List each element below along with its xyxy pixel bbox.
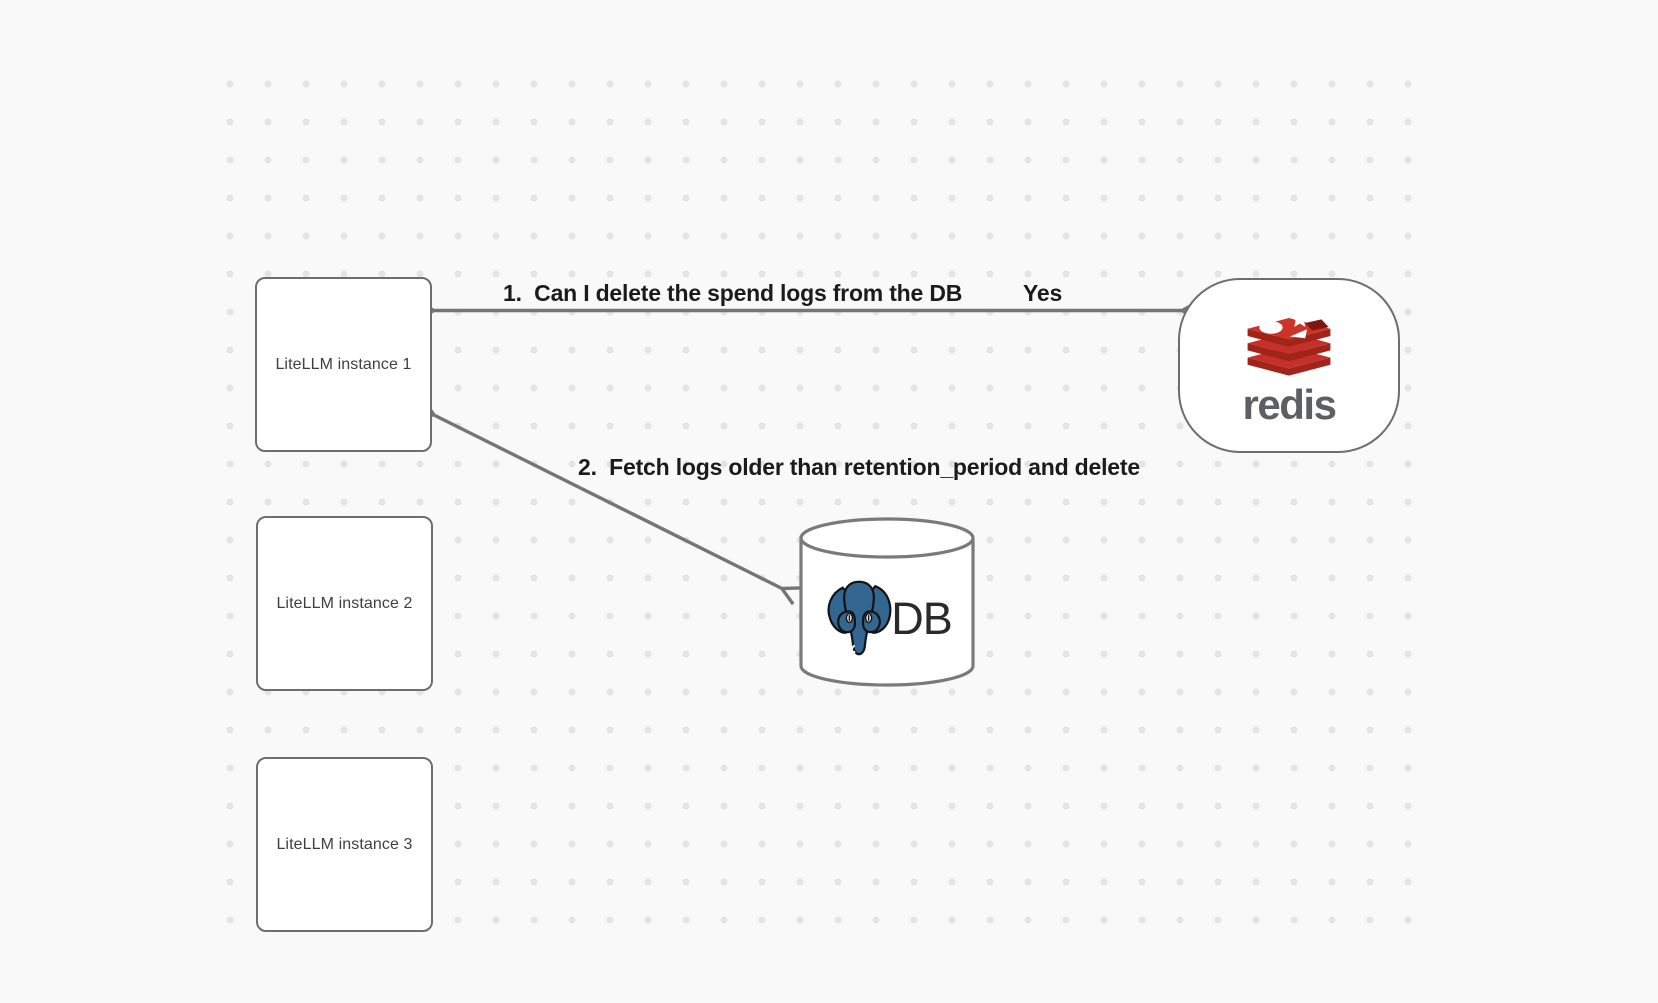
- litellm-instance-3-label: LiteLLM instance 3: [276, 835, 413, 853]
- postgresql-elephant-icon: [827, 580, 892, 656]
- litellm-instance-2-node[interactable]: LiteLLM instance 2: [256, 516, 433, 691]
- edge2-label: 2. Fetch logs older than retention_perio…: [578, 454, 1140, 480]
- litellm-instance-1-label: LiteLLM instance 1: [275, 355, 412, 373]
- db-node[interactable]: DB: [797, 516, 977, 690]
- redis-node[interactable]: redis: [1178, 278, 1400, 453]
- redis-stack-icon: [1247, 309, 1331, 376]
- edge1-response-label: Yes: [1023, 280, 1063, 306]
- redis-wordmark: redis: [1242, 381, 1337, 428]
- db-label: DB: [891, 592, 953, 644]
- litellm-instance-3-node[interactable]: LiteLLM instance 3: [256, 757, 433, 932]
- litellm-instance-2-label: LiteLLM instance 2: [276, 594, 413, 612]
- litellm-instance-1-node[interactable]: LiteLLM instance 1: [255, 277, 432, 452]
- edge1-label: 1. Can I delete the spend logs from the …: [503, 280, 963, 306]
